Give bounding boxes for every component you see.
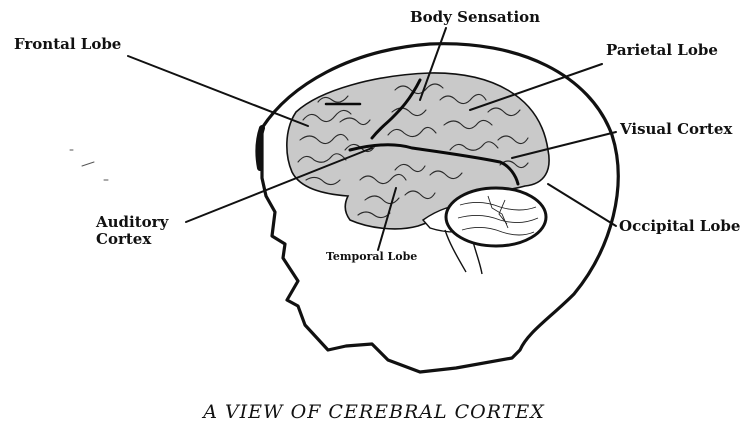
auditory-cortex-label-line1: Auditory [96,214,168,231]
auditory-cortex-label-line2: Cortex [96,231,168,248]
occipital-lobe-leader [548,184,616,226]
occipital-lobe-label: Occipital Lobe [619,218,740,235]
stray-marks [70,150,108,180]
body-sensation-label: Body Sensation [410,9,540,26]
frontal-lobe-label: Frontal Lobe [14,36,121,53]
parietal-lobe-label: Parietal Lobe [606,42,718,59]
auditory-cortex-label: Auditory Cortex [96,214,168,249]
frontal-lobe-leader [128,56,308,126]
visual-cortex-label: Visual Cortex [620,121,732,138]
temporal-lobe-label: Temporal Lobe [326,251,417,264]
diagram-caption: A VIEW OF CEREBRAL CORTEX [0,401,748,423]
